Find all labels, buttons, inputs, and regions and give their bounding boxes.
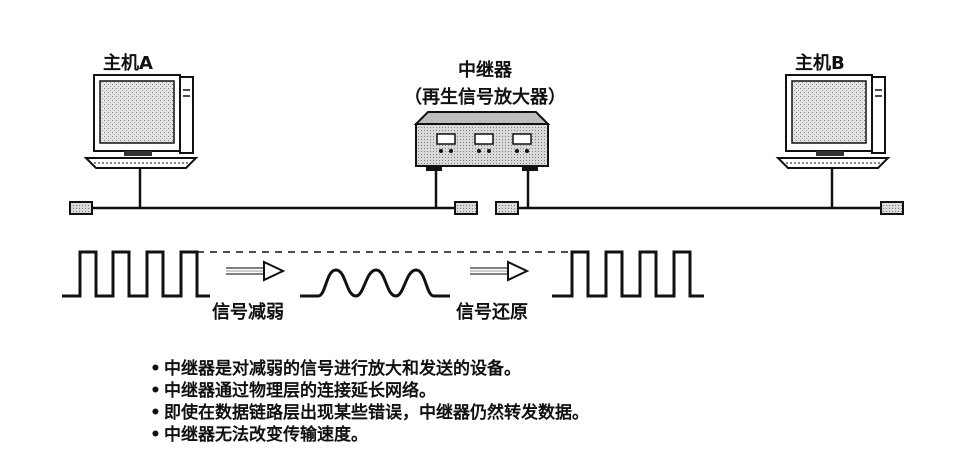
host-b-label: 主机B (795, 52, 845, 74)
connector-repeater-right (495, 201, 519, 215)
signal-restored-label: 信号还原 (456, 301, 528, 323)
host-a-computer-icon (83, 74, 199, 208)
arrow-right-icon (226, 260, 286, 282)
repeater-device-icon (413, 111, 551, 208)
bullet-item: 中继器无法改变传输速度。 (150, 424, 589, 446)
terminator-right (880, 201, 904, 215)
host-b-computer-icon (775, 74, 891, 208)
arrow-right-icon-2 (470, 260, 530, 282)
signal-weakened-label: 信号减弱 (212, 301, 284, 323)
repeater-title: 中继器 (458, 59, 513, 81)
connector-repeater-left (454, 201, 478, 215)
host-a-label: 主机A (103, 52, 153, 74)
terminator-left (69, 201, 93, 215)
bullet-item: 中继器是对减弱的信号进行放大和发送的设备。 (150, 358, 589, 380)
repeater-subtitle: （再生信号放大器） (404, 86, 566, 108)
bullet-item: 即使在数据链路层出现某些错误，中继器仍然转发数据。 (150, 402, 589, 424)
weakened-wave (300, 268, 450, 298)
square-wave-restored (552, 250, 704, 298)
bullet-list: 中继器是对减弱的信号进行放大和发送的设备。 中继器通过物理层的连接延长网络。 即… (150, 358, 589, 446)
bullet-item: 中继器通过物理层的连接延长网络。 (150, 380, 589, 402)
square-wave-original (62, 250, 210, 298)
